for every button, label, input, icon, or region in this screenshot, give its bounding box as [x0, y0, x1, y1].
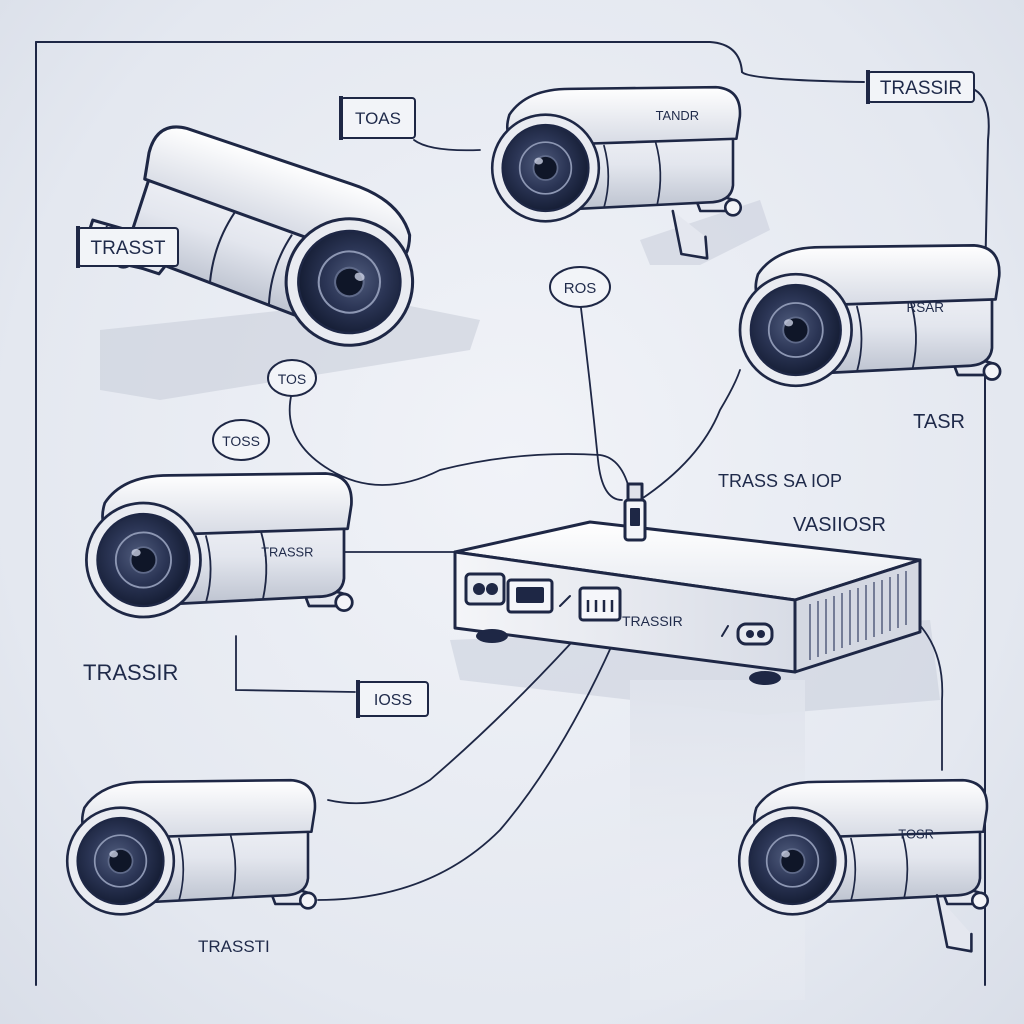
svg-text:IOSS: IOSS	[374, 692, 412, 709]
camera-brand-label: RSAR	[907, 300, 945, 315]
wire	[639, 369, 741, 501]
svg-text:TOS: TOS	[278, 371, 307, 387]
nvr-ethernet-pins	[586, 600, 614, 612]
frame-right-line	[974, 89, 990, 283]
camera-bottom-right[interactable]: TOSR	[737, 778, 990, 953]
camera-brand-label: TRASSR	[261, 544, 313, 559]
label-box-top-center: TOAS	[339, 96, 416, 140]
svg-text:TOSS: TOSS	[222, 433, 260, 449]
camera-brand-label: TOSR	[898, 827, 934, 842]
wire	[413, 139, 481, 152]
svg-text:TOAS: TOAS	[355, 109, 401, 128]
mount-arm	[671, 209, 709, 260]
rj45-connector-icon[interactable]	[623, 482, 647, 542]
wire	[235, 635, 356, 693]
svg-text:TRASSIR: TRASSIR	[880, 78, 962, 99]
wire	[288, 391, 631, 493]
label-circle-left-upper: TOS	[267, 359, 317, 397]
nvr-port-led	[486, 583, 498, 595]
shadow	[640, 200, 770, 265]
camera-bottom-left[interactable]	[65, 778, 318, 916]
wire	[317, 644, 613, 901]
nvr-ethernet-port[interactable]	[578, 586, 622, 622]
nvr-power-pin	[746, 630, 754, 638]
nvr-title: VASIIOSR	[793, 514, 886, 536]
label-left-text: TRASSIR	[83, 660, 178, 685]
nvr-mark	[721, 625, 729, 637]
wire	[327, 641, 573, 805]
label-box-lower: IOSS	[356, 680, 429, 718]
nvr-power-port[interactable]	[736, 622, 774, 646]
mount-arm	[935, 894, 973, 953]
label-box-left: TRASST	[76, 226, 179, 268]
nvr-port-label: TRASSIR	[622, 613, 683, 629]
frame-top-right-line	[741, 71, 865, 83]
svg-text:ROS: ROS	[564, 280, 597, 297]
label-circle-center: ROS	[549, 266, 611, 308]
nvr-mark	[559, 595, 571, 607]
wire	[579, 299, 623, 501]
wire	[914, 619, 944, 771]
label-box-top-right: TRASSIR	[866, 70, 975, 104]
nvr-display-screen	[516, 587, 544, 603]
nvr-power-pin	[757, 630, 765, 638]
label-right-text: TASR	[913, 411, 965, 433]
nvr-port-led	[473, 583, 485, 595]
camera-left-middle[interactable]: TRASSR	[85, 472, 354, 619]
nvr-foot	[476, 629, 508, 643]
frame-top-line	[35, 41, 743, 73]
nvr-vent-grille	[809, 571, 907, 660]
network-video-recorder[interactable]: TRASSIR	[453, 520, 922, 685]
svg-text:TRASST: TRASST	[91, 238, 166, 259]
label-circle-left-lower: TOSS	[212, 419, 270, 461]
label-middle-text: TRASS SA IOP	[718, 471, 842, 491]
label-bottom-left-text: TRASSTI	[198, 937, 270, 956]
nvr-foot	[749, 671, 781, 685]
camera-brand-label: TANDR	[656, 108, 699, 123]
camera-top-center[interactable]: TANDR	[490, 85, 743, 260]
camera-right-upper[interactable]: RSAR	[738, 244, 1002, 388]
